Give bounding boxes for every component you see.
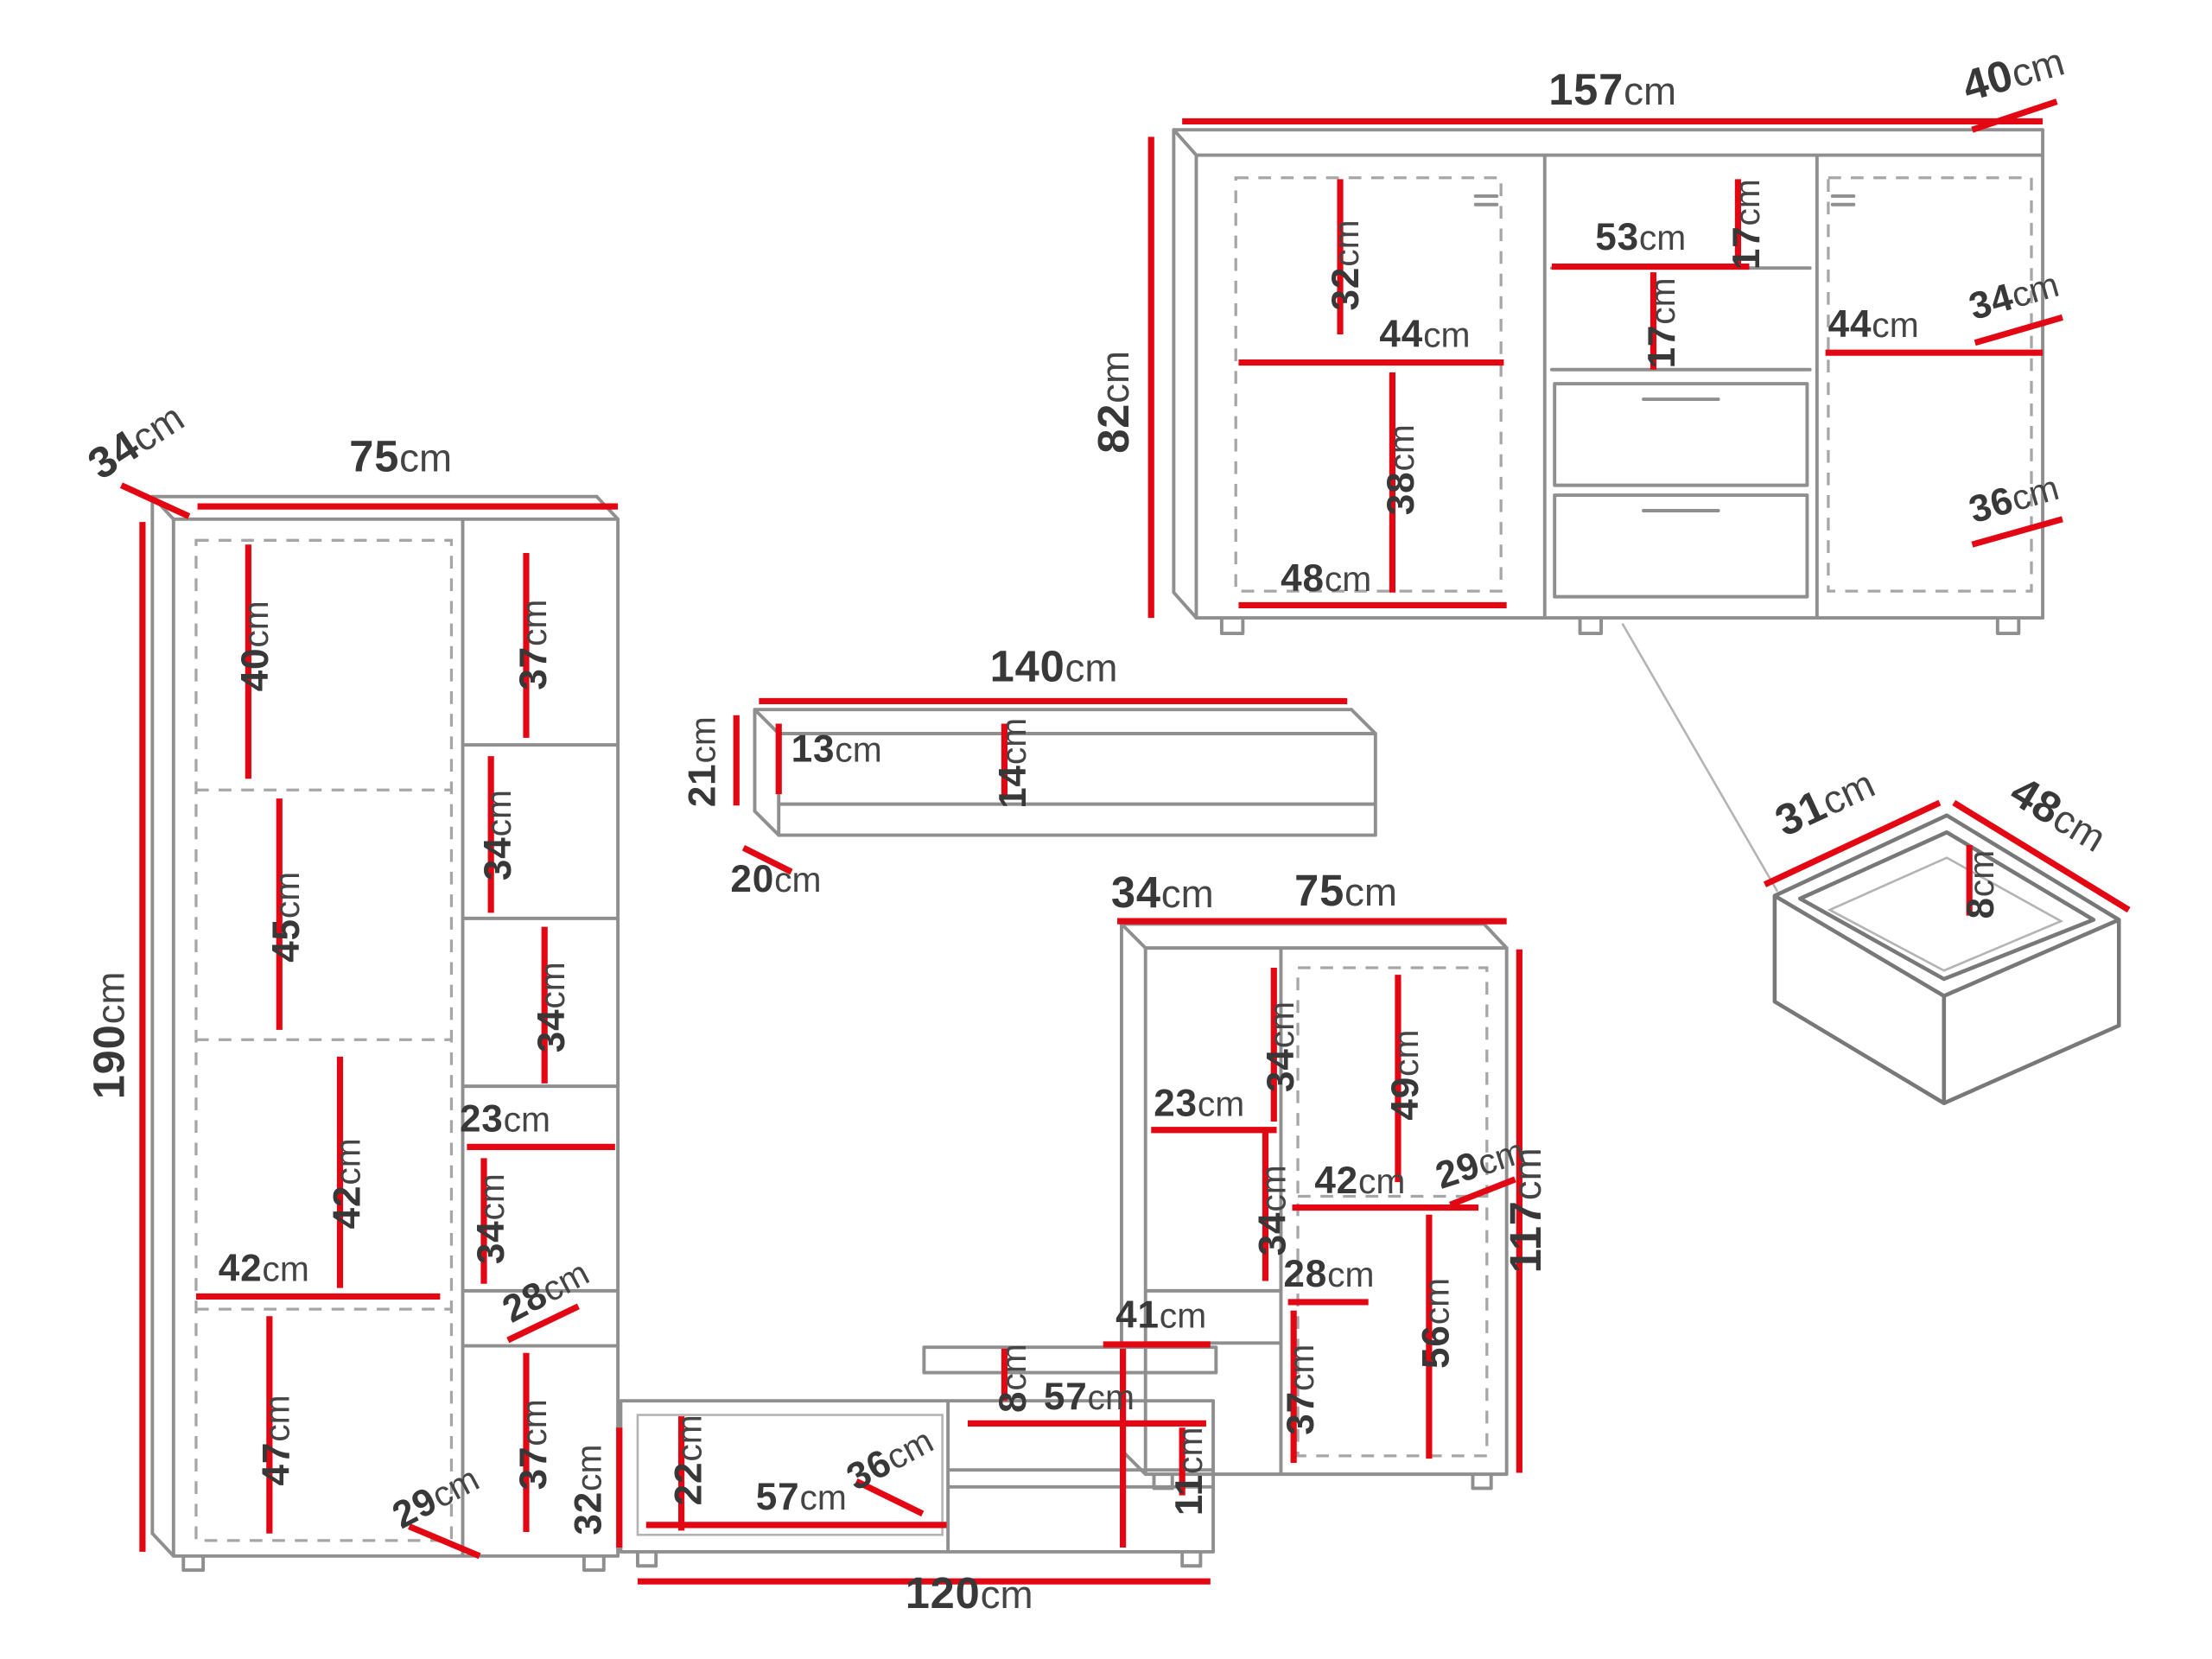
- tall-cabinet-right-inner-width-label: 23cm: [460, 1097, 550, 1140]
- wall-shelf-outline: [753, 708, 1377, 837]
- tv-stand-left-inner-height-label: 22cm: [667, 1414, 709, 1505]
- wall-shelf-end-height-label: 21cm: [682, 716, 724, 807]
- right-cabinet-dimension-lines: [1117, 918, 1522, 1473]
- sideboard-right-shelf-label: 44cm: [1828, 303, 1919, 346]
- right-cabinet-depth-label: 34cm: [1111, 868, 1214, 917]
- sideboard-gap-lower-label: 17cm: [1641, 277, 1683, 368]
- sideboard-dimension-lines: [1147, 99, 2063, 619]
- sideboard-doors-dashed: [1234, 176, 2033, 593]
- wall-shelf: 140cm 21cm 13cm 14cm 20cm: [682, 642, 1377, 900]
- tall-cabinet-shelf3-label: 42cm: [326, 1138, 368, 1229]
- right-cabinet-door-inner-width-label: 42cm: [1314, 1160, 1405, 1202]
- tv-stand-width-label: 120cm: [906, 1568, 1033, 1618]
- drawer-inner-bottom: [1827, 856, 2064, 972]
- tall-cabinet-depth-label: 34cm: [79, 391, 193, 489]
- drawer-width-label: 48cm: [2002, 766, 2115, 861]
- sideboard-outline: [1172, 128, 2045, 636]
- tall-cabinet-width-label: 75cm: [349, 431, 452, 480]
- tall-cabinet-height-label: 190cm: [85, 971, 134, 1099]
- tv-stand-outline: [619, 1345, 1218, 1568]
- wall-shelf-dimension-lines: [733, 697, 1348, 875]
- right-cabinet-shelf3-label: 37cm: [1280, 1344, 1322, 1435]
- tall-cabinet-base-depth-label: 29cm: [385, 1457, 486, 1537]
- drawer-height-label: 8cm: [1960, 850, 2002, 919]
- tall-cabinet-shelf2-label: 45cm: [265, 872, 308, 963]
- wall-shelf-depth-label: 20cm: [730, 858, 821, 900]
- wall-shelf-width-label: 140cm: [990, 642, 1118, 691]
- sideboard-height-label: 82cm: [1089, 351, 1138, 454]
- right-cabinet-door-shelf1-label: 49cm: [1384, 1030, 1427, 1121]
- sideboard-left-bottom-label: 38cm: [1380, 424, 1422, 515]
- tall-cabinet-shelf1-label: 40cm: [234, 601, 276, 691]
- drawer-depth-label: 31cm: [1768, 758, 1882, 846]
- sideboard-mid-shelf-label: 53cm: [1595, 216, 1686, 258]
- tall-cabinet-dimension-lines: [119, 482, 619, 1560]
- right-cabinet-height-label: 117cm: [1501, 1147, 1550, 1273]
- wall-shelf-back-height-label: 14cm: [992, 718, 1034, 809]
- right-cabinet: 34cm 75cm 117cm 23cm 34cm 49cm 42cm 29cm…: [1111, 866, 1550, 1491]
- tv-stand-dimension-lines: [616, 1341, 1211, 1585]
- sideboard-gap-upper-label: 17cm: [1726, 179, 1768, 270]
- tv-stand-depth-label: 36cm: [840, 1419, 940, 1499]
- tv-stand-top-width-label: 57cm: [1044, 1376, 1135, 1418]
- wall-shelf-end-width-label: 13cm: [791, 728, 882, 771]
- tv-stand-right-height-label: 41cm: [1116, 1294, 1206, 1336]
- drawer-detail: 31cm 48cm 8cm: [1763, 758, 2131, 1106]
- drawer-pointer-line: [1621, 622, 1779, 893]
- tall-cabinet-right-shelf1-label: 37cm: [512, 600, 555, 690]
- drawer-outline: [1772, 813, 2121, 1106]
- right-cabinet-left-inner-width-label: 28cm: [1283, 1253, 1374, 1295]
- sideboard-bottom-width-label: 48cm: [1281, 557, 1371, 600]
- sideboard-depth-label: 40cm: [1957, 35, 2069, 111]
- right-cabinet-width-label: 75cm: [1294, 866, 1397, 915]
- tall-cabinet-right-shelf3-label: 34cm: [531, 962, 573, 1052]
- tv-stand-shelf-gap-label: 8cm: [992, 1344, 1034, 1413]
- tall-cabinet-right-shelf6-label: 37cm: [512, 1399, 555, 1490]
- tv-stand-niche-height-label: 11cm: [1168, 1427, 1211, 1516]
- right-cabinet-shelf2-label: 34cm: [1251, 1165, 1294, 1255]
- tv-stand: 41cm 8cm 57cm 22cm 36cm 57cm 11cm 120cm …: [568, 1294, 1218, 1618]
- tall-cabinet-inner-width-label: 42cm: [219, 1247, 309, 1289]
- sideboard-width-label: 157cm: [1548, 65, 1676, 114]
- tv-stand-bottom-width-label: 57cm: [756, 1476, 847, 1518]
- sideboard: 157cm 40cm 82cm 32cm 53cm 17cm 17cm 44cm…: [1089, 35, 2069, 893]
- sideboard-door-handles: [1473, 194, 1856, 207]
- tv-stand-niche: [636, 1414, 944, 1536]
- right-cabinet-door-shelf2-label: 56cm: [1415, 1278, 1458, 1369]
- tall-cabinet-right-shelf2-label: 34cm: [477, 790, 519, 880]
- drawer-dimension-lines: [1763, 799, 2131, 916]
- tall-cabinet-right-shelf4-label: 34cm: [470, 1173, 512, 1264]
- right-cabinet-door-dashed: [1296, 966, 1489, 1458]
- right-cabinet-shelf1-label: 34cm: [1260, 1001, 1302, 1092]
- tall-cabinet-shelf4-label: 47cm: [256, 1395, 298, 1485]
- sideboard-left-top-label: 32cm: [1325, 219, 1367, 310]
- right-cabinet-inner-width-label: 23cm: [1154, 1082, 1244, 1124]
- sideboard-left-shelf-label: 44cm: [1379, 314, 1470, 356]
- tv-stand-left-height-label: 32cm: [568, 1445, 610, 1535]
- tall-cabinet: 34cm 75cm 190cm 40cm 45cm 42cm 42cm 47cm…: [79, 391, 620, 1573]
